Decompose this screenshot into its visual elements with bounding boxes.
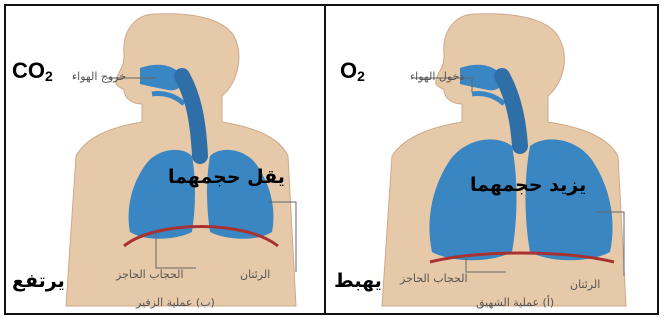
air-in-label: دخول الهواء [410,70,464,83]
lungs-label: الرئتان [570,278,600,291]
o2-label: O2 [340,58,365,84]
inhalation-caption: (أ) عملية الشهيق [476,296,554,309]
diaphragm-label: الحجاب الحاجز [400,272,468,285]
lung-decrease-label: يقل حجمهما [168,166,285,188]
diaphragm-drops-label: يهبط [334,270,382,292]
diaphragm-rises-label: يرتفع [12,270,65,292]
lung-increase-label: يزيد حجمهما [470,174,586,196]
inhalation-panel: O2 دخول الهواء يزيد حجمهما يهبط الحجاب ا… [326,6,657,313]
diagram-frame: CO2 خروج الهواء يقل حجمهما الحجاب الحاجز… [4,4,659,315]
exhalation-panel: CO2 خروج الهواء يقل حجمهما الحجاب الحاجز… [6,6,324,313]
lungs-label: الرئتان [240,268,270,281]
air-out-label: خروج الهواء [72,70,126,83]
exhalation-caption: (ب) عملية الزفير [136,296,215,309]
co2-label: CO2 [12,58,53,84]
diaphragm-label: الحجاب الحاجز [116,268,184,281]
